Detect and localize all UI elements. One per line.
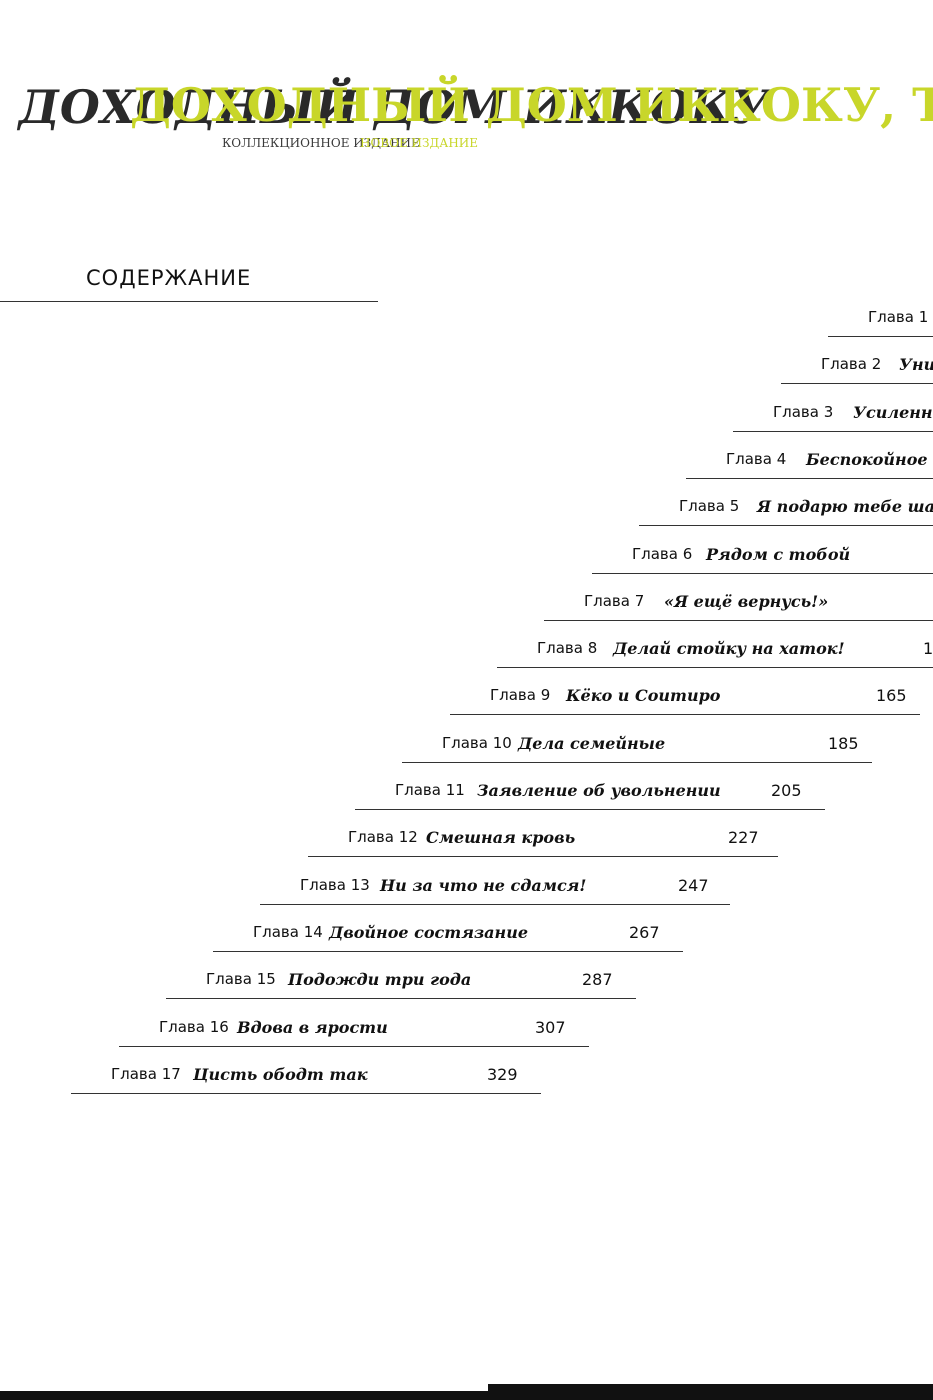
chapter-rule <box>828 336 933 337</box>
toc-entry: Глава 5Я подарю тебе шарф85 <box>639 497 933 526</box>
chapter-label: Глава 16 <box>159 1018 229 1036</box>
bottom-bar-right <box>488 1384 933 1400</box>
chapter-rule <box>781 383 933 384</box>
chapter-rule <box>213 951 683 952</box>
chapter-rule <box>402 762 872 763</box>
chapter-label: Глава 14 <box>253 923 323 941</box>
toc-entry: Глава 3Усиленная опека45 <box>733 403 933 432</box>
chapter-label: Глава 13 <box>300 876 370 894</box>
toc-entry: Глава 17 Цисть ободт так 329 <box>71 1065 933 1094</box>
toc-entry: Глава 2Университетский театр кукол25 <box>781 355 933 384</box>
chapter-page-number: 165 <box>876 686 907 705</box>
chapter-title: Ни за что не сдамся! <box>380 876 587 895</box>
chapter-label: Глава 5 <box>679 497 740 515</box>
chapter-title: Цисть ободт так <box>193 1065 368 1084</box>
chapter-label: Глава 10 <box>442 734 512 752</box>
toc-heading-rule <box>0 301 378 302</box>
edition-subtitle: новое издание <box>360 136 479 150</box>
bottom-bar <box>0 1391 488 1400</box>
chapter-label: Глава 6 <box>632 545 693 563</box>
toc-entry: Глава 12 Смешная кровь 227 <box>308 828 933 857</box>
chapter-label: Глава 7 <box>584 592 645 610</box>
chapter-rule <box>450 714 920 715</box>
toc-entry: Глава 15 Подожди три года 287 <box>166 970 933 999</box>
toc-entry: Глава 8 Делай стойку на хаток! 145 <box>497 639 933 668</box>
toc-entry: Глава 11 Заявление об увольнении 205 <box>355 781 933 810</box>
chapter-label: Глава 3 <box>773 403 834 421</box>
chapter-label: Глава 1 <box>868 308 929 326</box>
chapter-rule <box>260 904 730 905</box>
chapter-label: Глава 2 <box>821 355 882 373</box>
chapter-page-number: 329 <box>487 1065 518 1084</box>
chapter-rule <box>497 667 933 668</box>
chapter-title: Подожди три года <box>288 970 472 989</box>
chapter-rule <box>308 856 778 857</box>
chapter-page-number: 145 <box>923 639 933 658</box>
chapter-rule <box>592 573 933 574</box>
chapter-rule <box>686 478 933 479</box>
chapter-title: Дела семейные <box>518 734 666 753</box>
chapter-title: Усиленная опека <box>853 403 933 422</box>
chapter-label: Глава 8 <box>537 639 598 657</box>
chapter-rule <box>355 809 825 810</box>
chapter-rule <box>544 620 933 621</box>
edition-subtitle-shadow: коллекционное издание <box>222 136 420 150</box>
chapter-page-number: 307 <box>535 1018 566 1037</box>
chapter-rule <box>166 998 636 999</box>
toc-entry: Глава 13 Ни за что не сдамся! 247 <box>260 876 933 905</box>
chapter-page-number: 267 <box>629 923 660 942</box>
chapter-title: Заявление об увольнении <box>477 781 721 800</box>
chapter-label: Глава 11 <box>395 781 465 799</box>
toc-heading: СОДЕРЖАНИЕ <box>86 266 252 290</box>
chapter-title: Вдова в ярости <box>237 1018 388 1037</box>
chapter-title: Рядом с тобой <box>706 545 851 564</box>
chapter-title: Смешная кровь <box>426 828 576 847</box>
chapter-title: Я подарю тебе шарф <box>757 497 933 516</box>
chapter-rule <box>733 431 933 432</box>
toc-entry: Глава 7«Я ещё вернусь!»125 <box>544 592 933 621</box>
chapter-label: Глава 15 <box>206 970 276 988</box>
chapter-title: «Я ещё вернусь!» <box>664 592 829 611</box>
chapter-page-number: 247 <box>678 876 709 895</box>
toc-entry: Глава 16 Вдова в ярости 307 <box>119 1018 933 1047</box>
chapter-title: Университетский театр кукол <box>899 355 933 374</box>
chapter-title: Кёко и Соитиро <box>566 686 721 705</box>
book-title: ДОХОДНЫЙ ДОМ ИККОКУ, ТОМ 2 <box>130 78 933 132</box>
chapter-rule <box>71 1093 541 1094</box>
chapter-rule <box>639 525 933 526</box>
chapter-title: Делай стойку на хаток! <box>613 639 845 658</box>
chapter-label: Глава 4 <box>726 450 787 468</box>
chapter-label: Глава 9 <box>490 686 551 704</box>
toc-entry: Глава 10 Дела семейные 185 <box>402 734 933 763</box>
chapter-page-number: 185 <box>828 734 859 753</box>
chapter-page-number: 227 <box>728 828 759 847</box>
chapter-label: Глава 17 <box>111 1065 181 1083</box>
chapter-title: Беспокойное свидание в зоопарке <box>806 450 933 469</box>
chapter-page-number: 205 <box>771 781 802 800</box>
toc-entry: Глава 1Легко и непринуждённо5 <box>828 308 933 337</box>
chapter-rule <box>119 1046 589 1047</box>
toc-entry: Глава 9 Кёко и Соитиро 165 <box>450 686 933 715</box>
chapter-label: Глава 12 <box>348 828 418 846</box>
chapter-title: Двойное состязание <box>329 923 528 942</box>
toc-entry: Глава 14 Двойное состязание 267 <box>213 923 933 952</box>
chapter-page-number: 287 <box>582 970 613 989</box>
